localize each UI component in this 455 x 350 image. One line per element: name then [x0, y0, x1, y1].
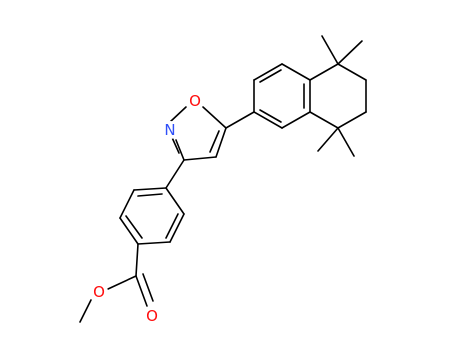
bond: [133, 187, 167, 191]
carbonyl-oxygen-label: O: [146, 307, 158, 325]
bond: [215, 127, 227, 158]
bond-carbonyl-oxygen: [107, 275, 137, 290]
bond: [281, 63, 311, 81]
bond: [337, 111, 367, 129]
ring-oxygen-label: O: [189, 92, 201, 110]
bond-isoxazole-phenyl: [165, 159, 185, 189]
bond: [253, 111, 283, 129]
bond: [119, 189, 135, 219]
bond: [253, 63, 283, 81]
aromatic-ring-tetralin: [253, 63, 311, 129]
bond: [309, 63, 339, 81]
double-bond: [165, 213, 179, 239]
bond: [281, 111, 311, 129]
saturated-ring-tetralin: [309, 63, 367, 129]
label-mask: [143, 307, 161, 325]
benzoate-phenyl-ring: [119, 187, 185, 245]
bond: [137, 241, 171, 245]
ring-nitrogen-label: N: [164, 121, 175, 139]
label-mask: [90, 283, 108, 301]
methyl-bond: [337, 40, 363, 65]
methyl-groups: [317, 35, 363, 157]
methyl-bond: [337, 127, 355, 157]
methyl-ester-group: [79, 243, 154, 323]
bond-tetralin-isoxazole: [225, 111, 255, 129]
methyl-bond: [321, 35, 339, 65]
bond: [183, 156, 217, 161]
double-bond: [125, 215, 143, 239]
double-bond: [137, 193, 163, 197]
atom-labels: O N O O: [90, 92, 204, 325]
bond: [169, 213, 185, 243]
carbonyl-double-bond: [142, 273, 154, 302]
label-mask: [186, 92, 204, 110]
bond: [119, 217, 139, 245]
ester-oxygen-label: O: [93, 283, 105, 301]
isoxazole-ring: [169, 106, 227, 161]
carbonyl-double-bond: [135, 275, 148, 307]
bond: [309, 111, 339, 129]
bond-ring-carbonyl: [135, 243, 139, 277]
bond: [337, 63, 367, 81]
bond-oxygen-methyl: [79, 299, 92, 323]
double-bond: [259, 109, 282, 123]
double-bond: [259, 69, 282, 83]
bond: [175, 139, 185, 161]
methyl-bond: [317, 127, 339, 152]
double-bond: [209, 130, 220, 153]
bond: [165, 187, 185, 215]
bond: [169, 106, 187, 123]
label-mask: [161, 121, 179, 139]
bond: [202, 106, 227, 129]
